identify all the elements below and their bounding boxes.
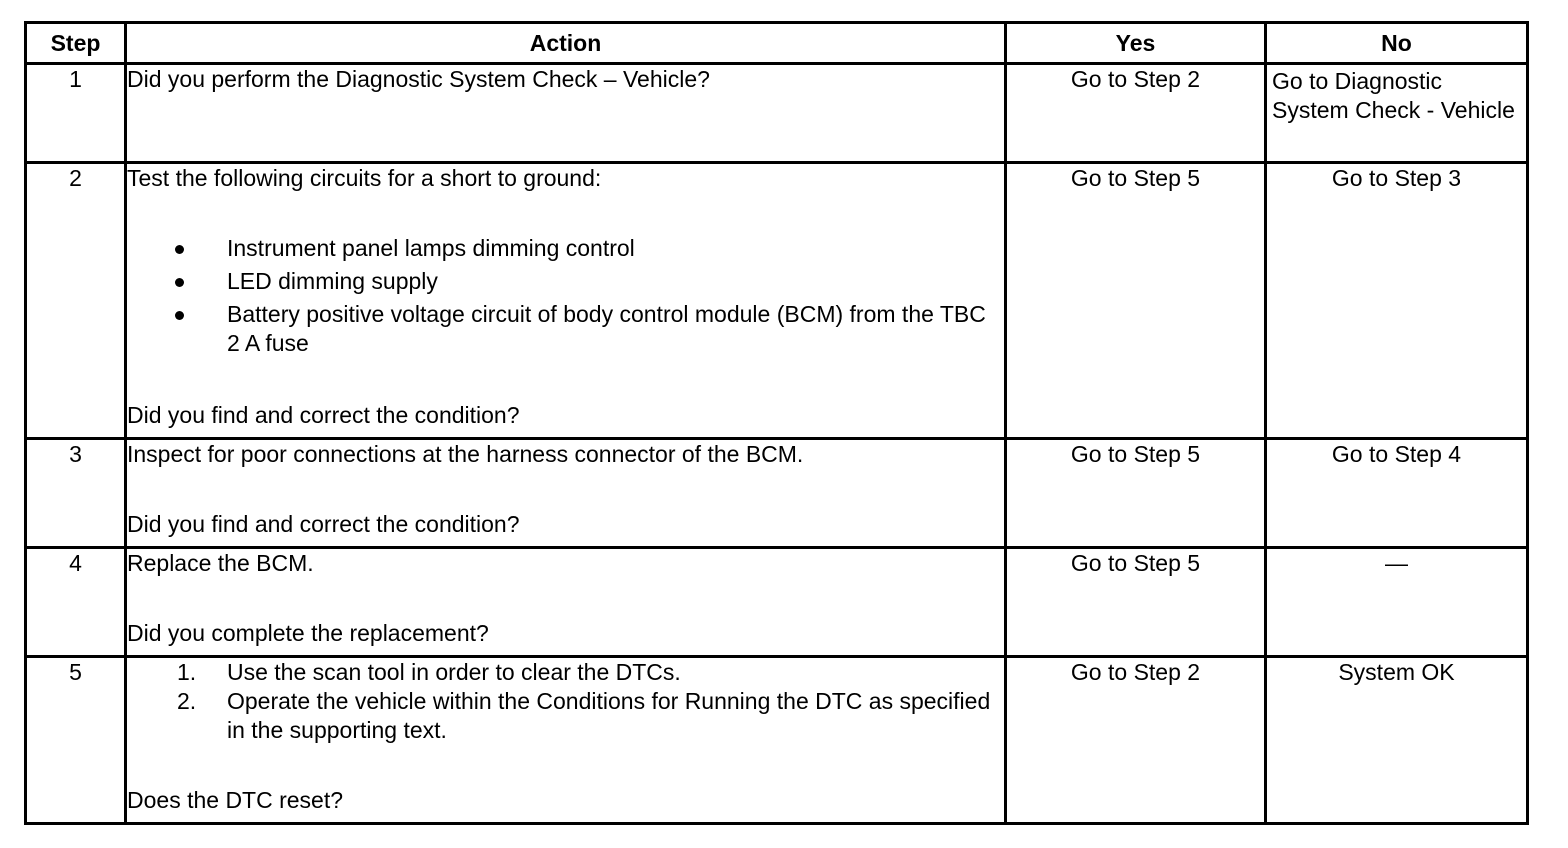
action-cell: 1. Use the scan tool in order to clear th… bbox=[124, 655, 1007, 825]
table-row: 5 1. Use the scan tool in order to clear … bbox=[24, 655, 1529, 825]
list-item-text: Use the scan tool in order to clear the … bbox=[227, 659, 681, 685]
header-row: Step Action Yes No bbox=[24, 21, 1529, 65]
table-row: 3 Inspect for poor connections at the ha… bbox=[24, 437, 1529, 549]
step-number: 1 bbox=[24, 62, 127, 164]
procedure-list: 1. Use the scan tool in order to clear th… bbox=[127, 658, 1004, 745]
yes-cell: Go to Step 2 bbox=[1004, 655, 1267, 825]
table-row: 4 Replace the BCM. Did you complete the … bbox=[24, 546, 1529, 658]
no-cell: Go to Step 4 bbox=[1264, 437, 1529, 549]
yes-cell: Go to Step 5 bbox=[1004, 546, 1267, 658]
list-item-text: LED dimming supply bbox=[227, 268, 438, 294]
list-item: 1. Use the scan tool in order to clear th… bbox=[127, 658, 1004, 687]
yes-cell: Go to Step 5 bbox=[1004, 437, 1267, 549]
step-number: 5 bbox=[24, 655, 127, 825]
list-item-text: Operate the vehicle within the Condition… bbox=[227, 688, 991, 743]
list-number: 2. bbox=[177, 688, 197, 714]
header-yes: Yes bbox=[1004, 21, 1267, 65]
list-item: LED dimming supply bbox=[127, 267, 1004, 296]
step-number: 2 bbox=[24, 161, 127, 440]
circuit-list: Instrument panel lamps dimming control L… bbox=[127, 234, 1004, 358]
list-item-text: Battery positive voltage circuit of body… bbox=[227, 301, 986, 356]
bullet-icon bbox=[175, 278, 184, 287]
action-intro: Inspect for poor connections at the harn… bbox=[127, 441, 804, 467]
header-no: No bbox=[1264, 21, 1529, 65]
list-item-text: Instrument panel lamps dimming control bbox=[227, 235, 635, 261]
action-intro: Test the following circuits for a short … bbox=[127, 165, 602, 191]
list-item: Battery positive voltage circuit of body… bbox=[127, 300, 1004, 358]
action-question: Did you find and correct the condition? bbox=[127, 511, 520, 537]
action-question: Did you perform the Diagnostic System Ch… bbox=[127, 66, 710, 92]
action-question: Did you find and correct the condition? bbox=[127, 402, 520, 428]
table-row: 2 Test the following circuits for a shor… bbox=[24, 161, 1529, 440]
bullet-icon bbox=[175, 245, 184, 254]
action-cell: Test the following circuits for a short … bbox=[124, 161, 1007, 440]
action-question: Does the DTC reset? bbox=[127, 787, 344, 813]
list-item: Instrument panel lamps dimming control bbox=[127, 234, 1004, 263]
yes-cell: Go to Step 5 bbox=[1004, 161, 1267, 440]
yes-cell: Go to Step 2 bbox=[1004, 62, 1267, 164]
action-question: Did you complete the replacement? bbox=[127, 620, 489, 646]
action-cell: Inspect for poor connections at the harn… bbox=[124, 437, 1007, 549]
no-cell: System OK bbox=[1264, 655, 1529, 825]
step-number: 4 bbox=[24, 546, 127, 658]
list-item: 2. Operate the vehicle within the Conditi… bbox=[127, 687, 1004, 745]
step-number: 3 bbox=[24, 437, 127, 549]
action-cell: Replace the BCM. Did you complete the re… bbox=[124, 546, 1007, 658]
action-cell: Did you perform the Diagnostic System Ch… bbox=[124, 62, 1007, 164]
header-step: Step bbox=[24, 21, 127, 65]
no-cell: Go to Diagnostic System Check - Vehicle bbox=[1264, 62, 1529, 164]
action-intro: Replace the BCM. bbox=[127, 550, 314, 576]
no-cell: — bbox=[1264, 546, 1529, 658]
header-action: Action bbox=[124, 21, 1007, 65]
table-row: 1 Did you perform the Diagnostic System … bbox=[24, 62, 1529, 164]
list-number: 1. bbox=[177, 659, 197, 685]
diagnostic-table: Step Action Yes No 1 Did you perform the… bbox=[24, 21, 1529, 825]
bullet-icon bbox=[175, 311, 184, 320]
no-cell: Go to Step 3 bbox=[1264, 161, 1529, 440]
